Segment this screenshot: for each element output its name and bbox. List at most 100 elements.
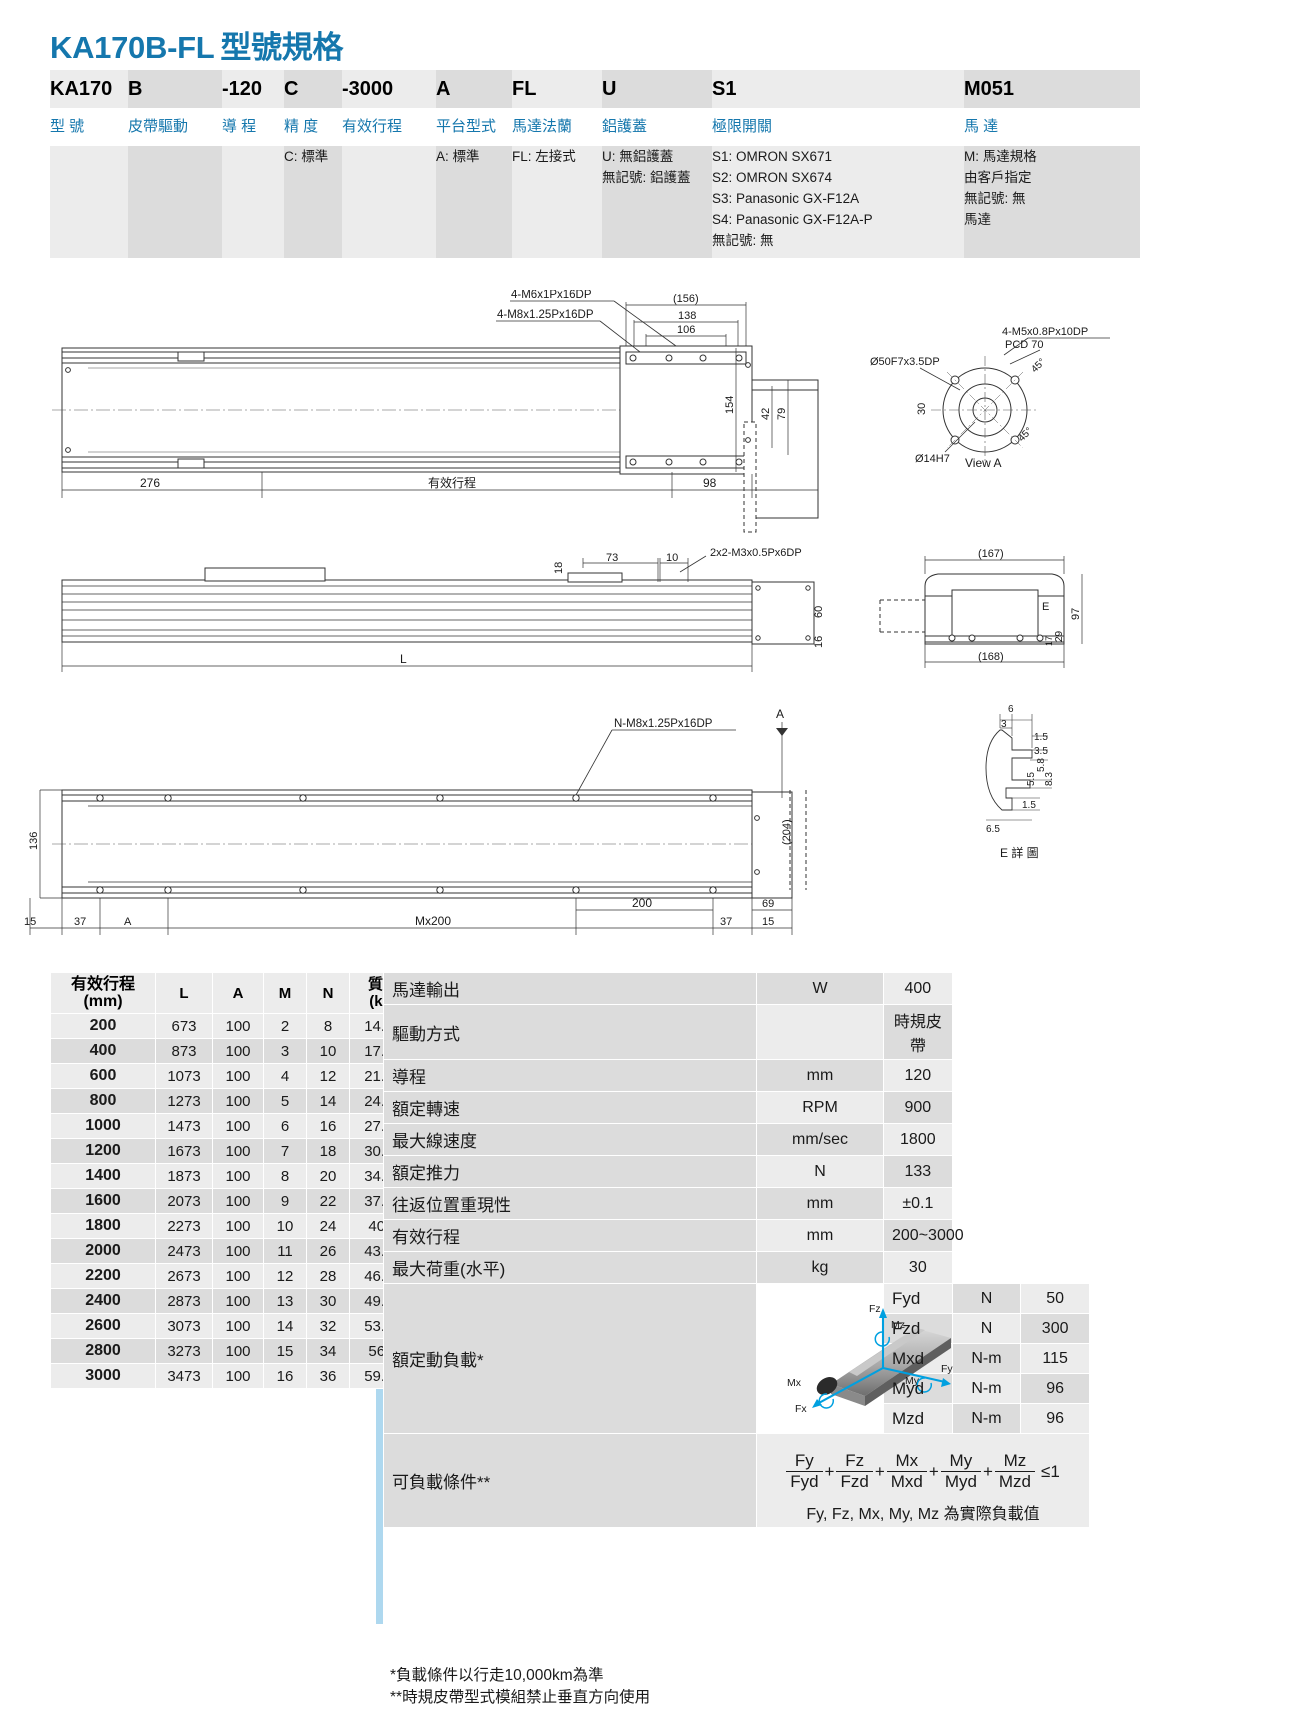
stroke-cell-4: 22 bbox=[306, 1188, 350, 1214]
dim-stroke: 有效行程 bbox=[428, 475, 476, 490]
load-name: Mzd bbox=[883, 1403, 953, 1434]
name-cell-10: 馬 達 bbox=[964, 108, 1140, 146]
stroke-cell-3: 10 bbox=[263, 1213, 307, 1239]
load-value: 96 bbox=[1020, 1373, 1090, 1404]
formula-denominator: Mzd bbox=[994, 1471, 1035, 1492]
stroke-header-stroke: 有效行程 (mm) bbox=[50, 972, 156, 1014]
stroke-cell-3: 5 bbox=[263, 1088, 307, 1114]
stroke-cell-3: 7 bbox=[263, 1138, 307, 1164]
callout-d14: Ø14H7 bbox=[915, 453, 950, 465]
spec-value: 30 bbox=[883, 1251, 953, 1284]
callout-d50: Ø50F7x3.5DP bbox=[870, 356, 940, 368]
stroke-cell-2: 100 bbox=[212, 1013, 264, 1039]
dim-37b: 37 bbox=[720, 916, 732, 928]
load-value: 115 bbox=[1020, 1343, 1090, 1374]
stroke-cell-4: 12 bbox=[306, 1063, 350, 1089]
stroke-cell-3: 11 bbox=[263, 1238, 307, 1264]
spec-label: 驅動方式 bbox=[383, 1004, 757, 1060]
model-code-row-names: 型 號 皮帶驅動 導 程 精 度 有效行程 平台型式 馬達法蘭 鋁護蓋 極限開關… bbox=[50, 108, 1140, 146]
desc-cell-2 bbox=[222, 146, 284, 258]
desc-cell-1 bbox=[128, 146, 222, 258]
spec-unit: mm/sec bbox=[756, 1123, 884, 1156]
spec-value: 400 bbox=[883, 972, 953, 1005]
desc-cell-4 bbox=[342, 146, 436, 258]
stroke-cell-2: 100 bbox=[212, 1338, 264, 1364]
stroke-cell-1: 673 bbox=[155, 1013, 213, 1039]
stroke-cell-0: 600 bbox=[50, 1063, 156, 1089]
stroke-cell-4: 34 bbox=[306, 1338, 350, 1364]
name-cell-1: 皮帶驅動 bbox=[128, 108, 222, 146]
dim-79: 79 bbox=[776, 408, 788, 420]
dim-60: 60 bbox=[813, 606, 825, 618]
code-cell-10: M051 bbox=[964, 70, 1140, 108]
drawing-bottom-view: N-M8x1.25Px16DP A (204) 136 bbox=[24, 707, 807, 935]
dim-29: 29 bbox=[1054, 630, 1065, 642]
table-row: 600107310041221.13 bbox=[50, 1063, 417, 1089]
load-unit: N-m bbox=[951, 1343, 1022, 1374]
stroke-cell-1: 2673 bbox=[155, 1263, 213, 1289]
spec-value: ±0.1 bbox=[883, 1187, 953, 1220]
table-row: 1600207310092237.07 bbox=[50, 1188, 417, 1214]
dim-8p3: 8.3 bbox=[1044, 772, 1055, 786]
stroke-cell-0: 1000 bbox=[50, 1113, 156, 1139]
stroke-cell-3: 9 bbox=[263, 1188, 307, 1214]
callout-m3: 2x2-M3x0.5Px6DP bbox=[710, 547, 802, 559]
stroke-dimension-table: 有效行程 (mm) L A M N 質量 (kg) 2006731002814.… bbox=[50, 972, 417, 1389]
code-cell-9 bbox=[928, 70, 964, 108]
drawing-top-view: 4-M6x1Px16DP 4-M8x1.25Px16DP (156) bbox=[52, 290, 819, 533]
code-cell-7: U bbox=[602, 70, 712, 108]
formula-operator: + bbox=[824, 1461, 835, 1481]
stroke-cell-4: 36 bbox=[306, 1363, 350, 1389]
stroke-cell-0: 800 bbox=[50, 1088, 156, 1114]
stroke-cell-3: 15 bbox=[263, 1338, 307, 1364]
stroke-cell-3: 4 bbox=[263, 1063, 307, 1089]
spec-unit: mm bbox=[756, 1059, 884, 1092]
dim-106: 106 bbox=[677, 324, 695, 336]
stroke-cell-1: 2473 bbox=[155, 1238, 213, 1264]
spec-value: 1800 bbox=[883, 1123, 953, 1156]
stroke-cell-4: 24 bbox=[306, 1213, 350, 1239]
dim-A-label: A bbox=[124, 916, 132, 928]
stroke-cell-1: 3073 bbox=[155, 1313, 213, 1339]
callout-n-m8: N-M8x1.25Px16DP bbox=[614, 718, 713, 730]
stroke-header-A: A bbox=[212, 972, 264, 1014]
table-row: 40087310031017.88 bbox=[50, 1038, 417, 1064]
name-cell-3: 精 度 bbox=[284, 108, 342, 146]
load-value: 50 bbox=[1020, 1283, 1090, 1314]
table-row: 2006731002814.74 bbox=[50, 1013, 417, 1039]
stroke-cell-0: 2400 bbox=[50, 1288, 156, 1314]
desc-cell-6: FL: 左接式 bbox=[512, 146, 602, 258]
spec-value: 900 bbox=[883, 1091, 953, 1124]
drawing-view-a: 4-M5x0.8Px10DP PCD 70 Ø50F7x3.5DP Ø14H7 … bbox=[870, 326, 1110, 470]
table-row: 24002873100133049.92 bbox=[50, 1288, 417, 1314]
dim-3: 3 bbox=[1001, 719, 1007, 730]
dim-73: 73 bbox=[606, 552, 618, 564]
dim-1p5a: 1.5 bbox=[1034, 732, 1048, 743]
code-cell-1: B bbox=[128, 70, 222, 108]
load-value: 96 bbox=[1020, 1403, 1090, 1434]
stroke-cell-1: 2873 bbox=[155, 1288, 213, 1314]
stroke-cell-1: 2273 bbox=[155, 1213, 213, 1239]
stroke-cell-0: 1400 bbox=[50, 1163, 156, 1189]
desc-cell-7: U: 無鋁護蓋 無記號: 鋁護蓋 bbox=[602, 146, 712, 258]
spec-unit: kg bbox=[756, 1251, 884, 1284]
stroke-cell-0: 3000 bbox=[50, 1363, 156, 1389]
dim-98: 98 bbox=[703, 476, 717, 490]
model-code-row-descs: C: 標準 A: 標準 FL: 左接式 U: 無鋁護蓋 無記號: 鋁護蓋 S1:… bbox=[50, 146, 1140, 258]
page-title-suffix: 型號規格 bbox=[220, 30, 344, 65]
stroke-cell-4: 18 bbox=[306, 1138, 350, 1164]
formula-numerator: Mx bbox=[895, 1451, 919, 1470]
table-row: 1400187310082034.01 bbox=[50, 1163, 417, 1189]
stroke-cell-1: 1273 bbox=[155, 1088, 213, 1114]
spec-value: 120 bbox=[883, 1059, 953, 1092]
stroke-cell-3: 3 bbox=[263, 1038, 307, 1064]
callout-m8: 4-M8x1.25Px16DP bbox=[497, 309, 594, 321]
stroke-header-line1: 有效行程 bbox=[70, 976, 135, 993]
